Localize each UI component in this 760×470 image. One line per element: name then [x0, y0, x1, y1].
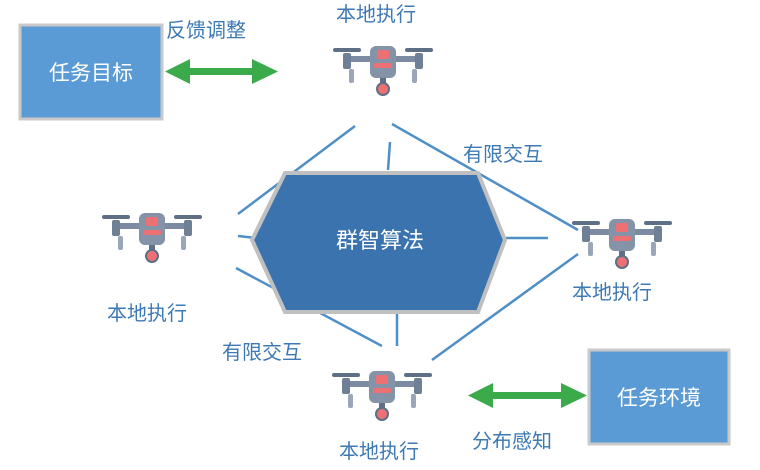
interaction-label-lower: 有限交互 [222, 340, 302, 364]
drone-top: 本地执行 [332, 2, 434, 96]
drone-left-icon [101, 212, 203, 263]
task-goal-label: 任务目标 [49, 61, 133, 85]
task-env-node: 任务环境 [587, 348, 731, 446]
drone-top-label: 本地执行 [336, 2, 416, 26]
drone-left: 本地执行 [101, 212, 203, 325]
drone-top-icon [332, 45, 434, 96]
link-top-right [391, 122, 579, 232]
feedback-arrow [165, 59, 278, 84]
drone-right-label: 本地执行 [572, 280, 652, 304]
feedback-label: 反馈调整 [166, 18, 246, 42]
perception-arrow [468, 383, 587, 408]
link-right-bottom [431, 252, 579, 362]
drone-right-icon [571, 218, 673, 269]
interaction-label-upper: 有限交互 [463, 142, 543, 166]
task-env-label: 任务环境 [617, 386, 701, 410]
drone-left-label: 本地执行 [107, 301, 187, 325]
task-goal-node: 任务目标 [18, 23, 164, 121]
perception-label: 分布感知 [472, 429, 552, 453]
center-label: 群智算法 [336, 229, 424, 254]
link-top-center [386, 141, 392, 171]
central-node: 群智算法 [249, 171, 508, 314]
drone-bottom-label: 本地执行 [339, 439, 419, 463]
drone-bottom-icon [331, 370, 433, 421]
drone-bottom: 本地执行 [331, 370, 433, 463]
drone-right: 本地执行 [571, 218, 673, 304]
link-top-left [237, 125, 356, 215]
